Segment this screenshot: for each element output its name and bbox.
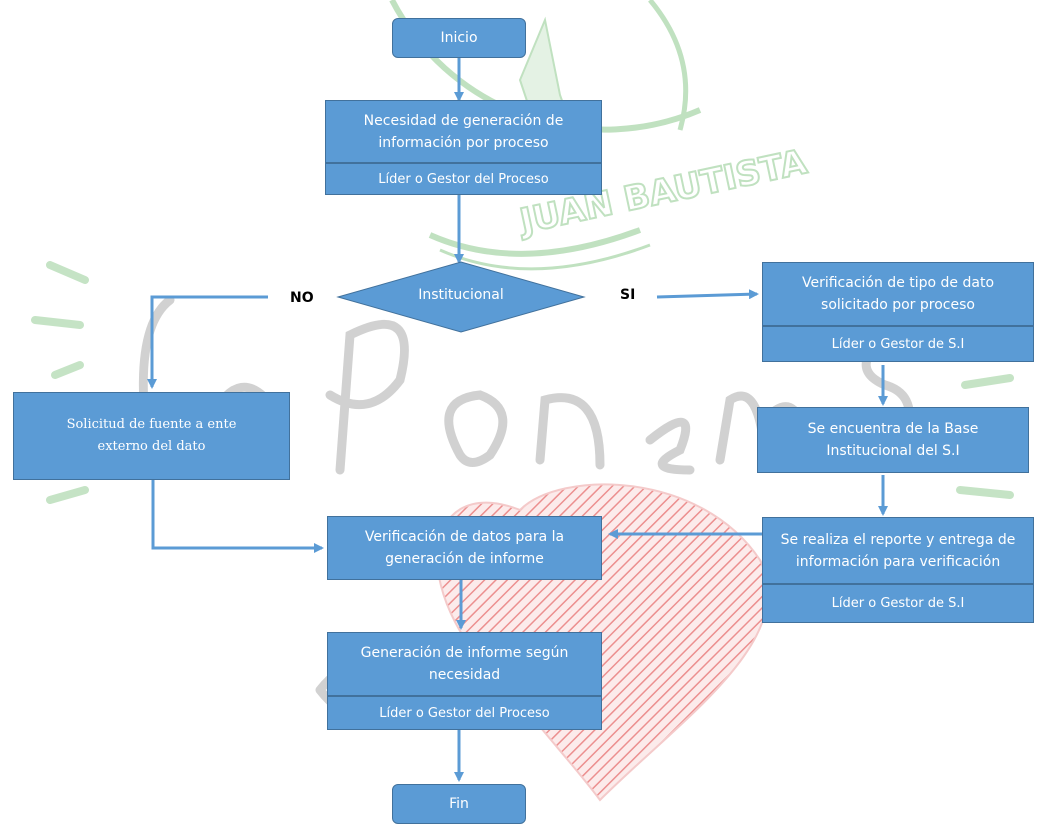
watermark-dashes: [31, 261, 1014, 504]
node-generacion-role: Líder o Gestor del Proceso: [327, 696, 602, 730]
arrow-decision-no: [147, 295, 268, 389]
node-reporte-role-label: Líder o Gestor de S.I: [831, 596, 965, 611]
node-reporte: Se realiza el reporte y entrega de infor…: [762, 517, 1034, 584]
node-verif-datos-text: Verificación de datos para la generación…: [364, 529, 565, 567]
connectors: [147, 58, 888, 782]
node-necesidad-role-label: Líder o Gestor del Proceso: [378, 171, 549, 187]
node-solicitud-label: Solicitud de fuente a ente externo del d…: [66, 417, 237, 454]
node-base: Se encuentra de la Base Institucional de…: [757, 407, 1029, 473]
node-solicitud: Solicitud de fuente a ente externo del d…: [13, 392, 290, 480]
node-generacion: Generación de informe según necesidad: [327, 632, 602, 696]
node-verif-tipo-role-label: Líder o Gestor de S.I: [831, 336, 965, 352]
node-necesidad-title: Necesidad de generación de información p…: [363, 112, 564, 151]
node-verif-tipo-role: Líder o Gestor de S.I: [762, 326, 1034, 362]
node-fin: Fin: [392, 784, 526, 824]
edge-no-label: NO: [290, 290, 314, 306]
node-verif-tipo-title: Verificación de tipo de dato solicitado …: [801, 275, 995, 313]
node-inicio: Inicio: [392, 18, 526, 58]
arrow-decision-si: [656, 289, 759, 300]
node-inicio-label: Inicio: [440, 30, 478, 46]
node-reporte-title: Se realiza el reporte y entrega de infor…: [780, 531, 1016, 570]
node-verif-datos: Verificación de datos para la generación…: [327, 516, 602, 580]
node-necesidad: Necesidad de generación de información p…: [325, 100, 602, 163]
edge-si-label: SI: [620, 287, 636, 303]
arrow-solicitud-verif: [151, 478, 324, 553]
node-generacion-role-label: Líder o Gestor del Proceso: [379, 705, 550, 721]
node-reporte-role: Líder o Gestor de S.I: [762, 584, 1034, 623]
node-generacion-title: Generación de informe según necesidad: [360, 645, 569, 683]
node-base-label: Se encuentra de la Base Institucional de…: [807, 421, 979, 459]
node-necesidad-role: Líder o Gestor del Proceso: [325, 163, 602, 195]
decision-label: Institucional: [418, 287, 504, 303]
node-verif-tipo: Verificación de tipo de dato solicitado …: [762, 262, 1034, 326]
decision-diamond: [336, 261, 586, 333]
node-fin-label: Fin: [449, 796, 469, 812]
